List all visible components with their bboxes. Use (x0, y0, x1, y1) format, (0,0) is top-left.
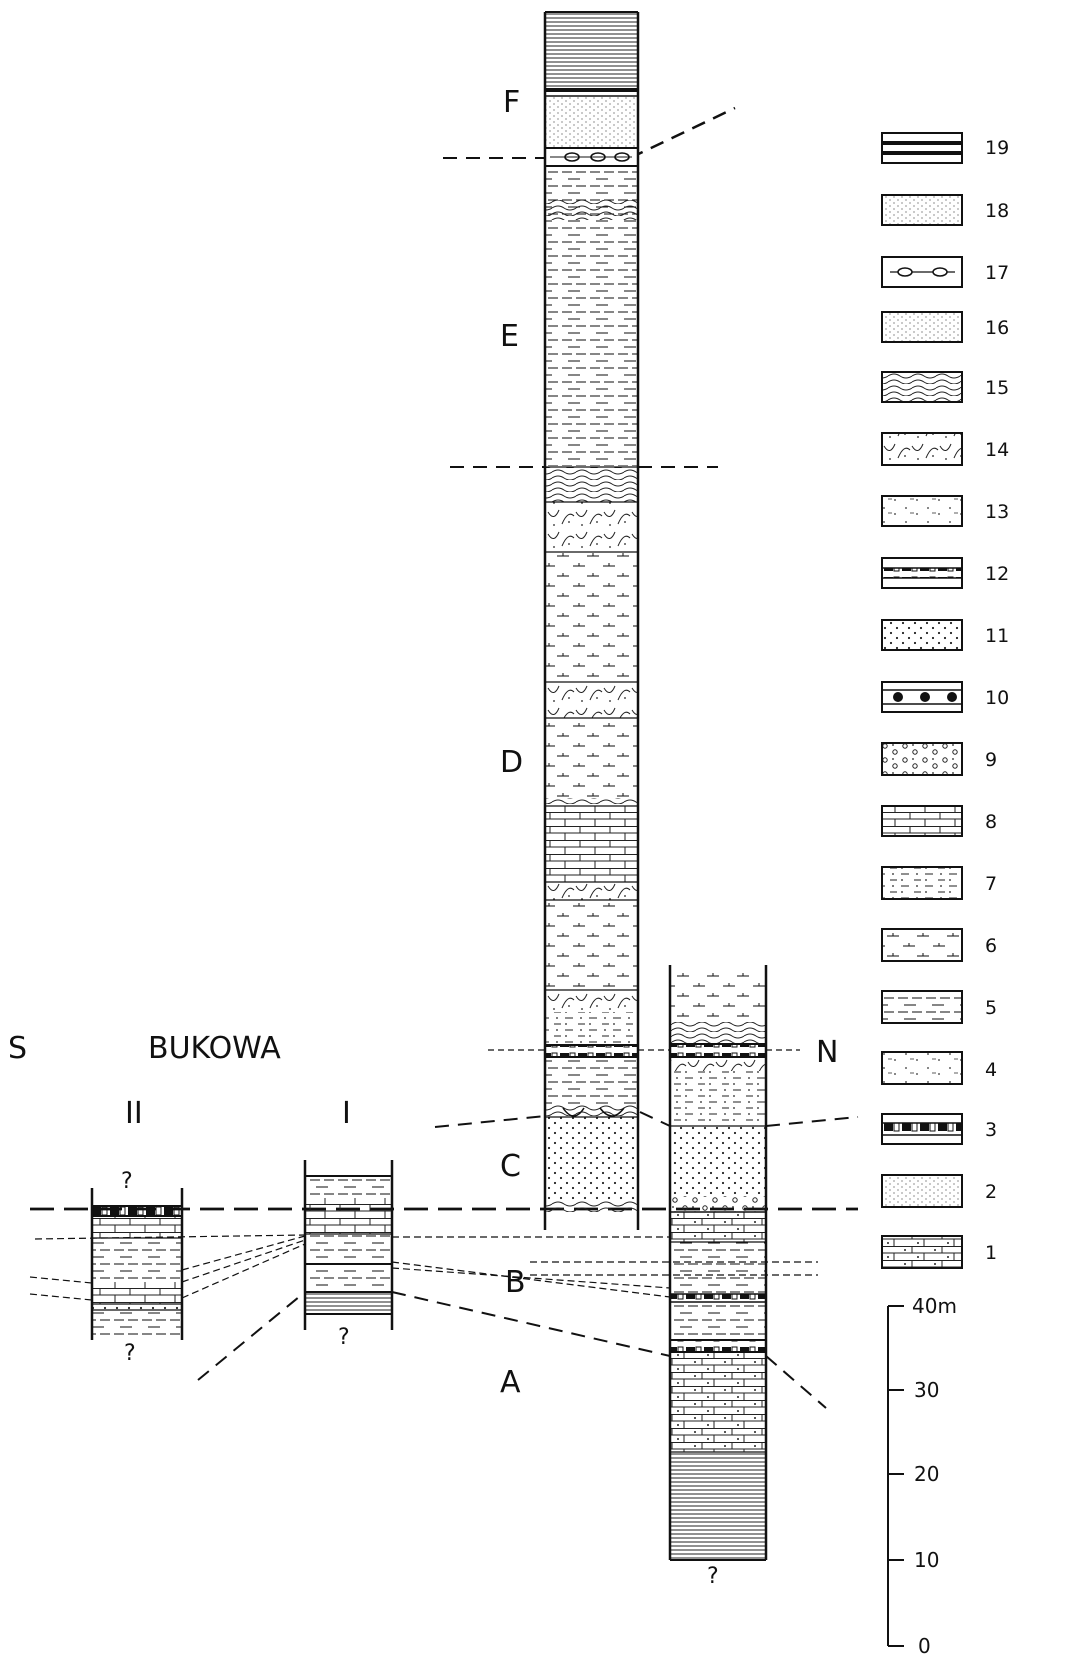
svg-text:3: 3 (985, 1119, 997, 1141)
legend-item-18: 18 (882, 195, 1009, 225)
svg-text:16: 16 (985, 317, 1009, 339)
legend-item-2: 2 (882, 1175, 997, 1207)
unit-A-label: A (500, 1365, 521, 1400)
svg-text:9: 9 (985, 749, 997, 771)
legend-item-9: 9 (882, 743, 997, 775)
legend-item-6: 6 (882, 929, 997, 961)
legend-item-11: 11 (882, 620, 1009, 650)
svg-text:13: 13 (985, 501, 1009, 523)
legend-item-14: 14 (882, 433, 1009, 465)
svg-text:12: 12 (985, 563, 1009, 585)
uncertain-mark-N-bottom: ? (707, 1564, 719, 1589)
svg-text:1: 1 (985, 1242, 997, 1264)
svg-text:18: 18 (985, 200, 1009, 222)
uncertain-mark-I-bottom: ? (338, 1325, 350, 1350)
svg-text:6: 6 (985, 935, 997, 957)
legend-item-19: 19 (882, 133, 1009, 163)
unit-C-label: C (500, 1149, 521, 1184)
section-main-column (545, 12, 638, 1230)
section-II-column (92, 1188, 182, 1340)
legend-item-12: 12 (882, 558, 1009, 588)
unit-F-label: F (503, 85, 520, 120)
scale-label-10: 10 (914, 1548, 939, 1572)
legend-item-10: 10 (882, 682, 1009, 712)
svg-text:19: 19 (985, 137, 1009, 159)
legend: 19 18 17 16 15 14 13 (882, 133, 1009, 1268)
legend-item-5: 5 (882, 991, 997, 1023)
svg-text:2: 2 (985, 1181, 997, 1203)
svg-text:7: 7 (985, 873, 997, 895)
scale-bar (888, 1306, 904, 1646)
uncertain-mark-II-bottom: ? (124, 1341, 136, 1366)
section-I-column (305, 1160, 392, 1330)
svg-text:14: 14 (985, 439, 1009, 461)
svg-text:5: 5 (985, 997, 997, 1019)
legend-item-17: 17 (882, 257, 1009, 287)
scale-label-30: 30 (914, 1378, 939, 1402)
svg-text:4: 4 (985, 1059, 997, 1081)
scale-label-40m: 40m (912, 1294, 957, 1318)
unit-B-label: B (505, 1265, 526, 1300)
legend-item-3: 3 (882, 1114, 997, 1144)
unit-D-label: D (500, 745, 523, 780)
svg-text:17: 17 (985, 262, 1009, 284)
svg-text:11: 11 (985, 625, 1009, 647)
direction-south-label: S (8, 1031, 27, 1066)
uncertain-mark-II-top: ? (121, 1169, 133, 1194)
svg-text:10: 10 (985, 687, 1009, 709)
legend-item-4: 4 (882, 1052, 997, 1084)
legend-item-8: 8 (882, 806, 997, 836)
section-II-label: II (125, 1096, 143, 1131)
legend-item-1: 1 (882, 1236, 997, 1268)
legend-item-13: 13 (882, 496, 1009, 526)
legend-item-7: 7 (882, 867, 997, 899)
svg-text:15: 15 (985, 377, 1009, 399)
section-north-column (670, 965, 766, 1560)
scale-label-0: 0 (918, 1634, 931, 1658)
section-I-label: I (342, 1096, 351, 1131)
svg-text:8: 8 (985, 811, 997, 833)
legend-item-16: 16 (882, 312, 1009, 342)
locality-label: BUKOWA (148, 1031, 281, 1066)
direction-north-label: N (816, 1035, 838, 1070)
legend-item-15: 15 (882, 372, 1009, 402)
unit-E-label: E (500, 319, 519, 354)
scale-label-20: 20 (914, 1462, 939, 1486)
